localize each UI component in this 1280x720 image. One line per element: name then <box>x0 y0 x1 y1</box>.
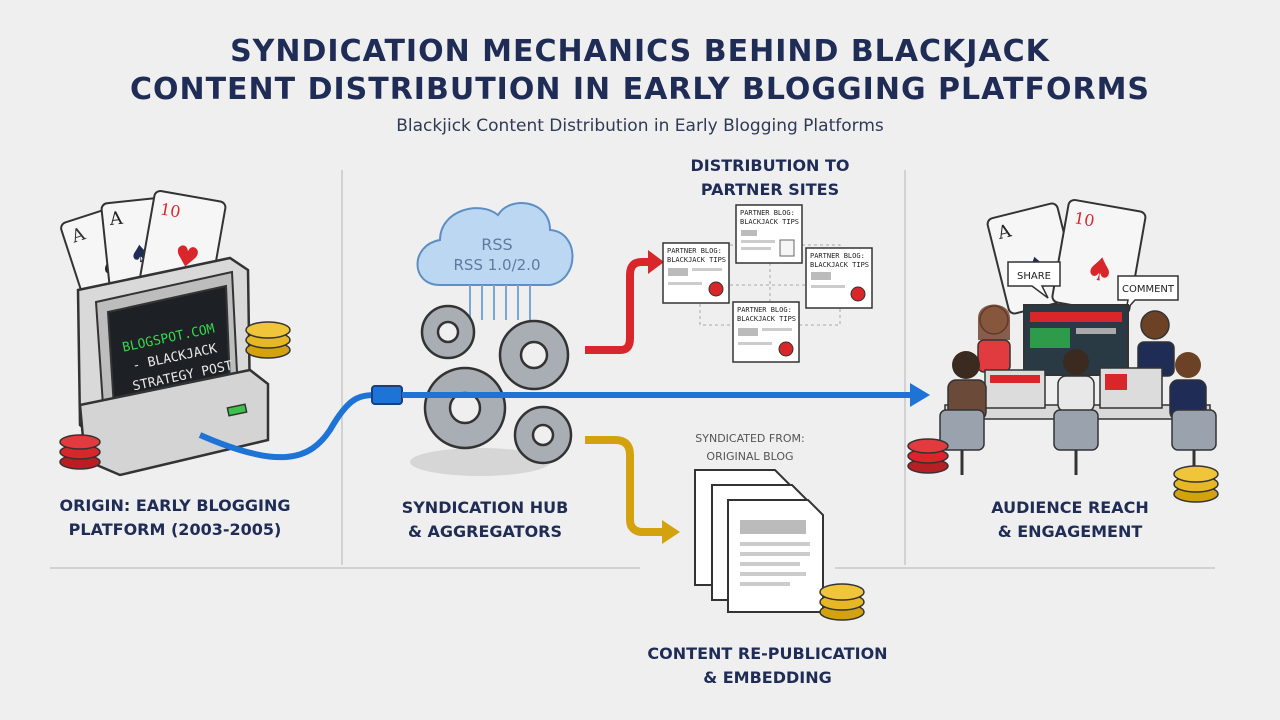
svg-text:10: 10 <box>159 199 182 221</box>
svg-text:PARTNER BLOG:: PARTNER BLOG: <box>740 209 795 217</box>
rss-cloud-icon: RSS RSS 1.0/2.0 <box>416 202 574 320</box>
share-label: SHARE <box>1017 271 1051 282</box>
comment-bubble: COMMENT <box>1117 275 1179 313</box>
audience-group <box>939 304 1217 475</box>
svg-text:♠: ♠ <box>1083 248 1118 290</box>
arrow-head <box>910 383 930 407</box>
retro-computer-icon <box>76 256 270 477</box>
origin-label: ORIGIN: EARLY BLOGGING PLATFORM (2003-20… <box>59 496 291 539</box>
partners-heading: DISTRIBUTION TO PARTNER SITES <box>690 156 850 199</box>
svg-text:BLACKJACK TIPS: BLACKJACK TIPS <box>667 256 726 264</box>
svg-text:A: A <box>108 208 125 230</box>
arrow-to-partners <box>585 258 650 354</box>
partner-card: PARTNER BLOG: BLACKJACK TIPS <box>732 301 800 363</box>
partner-card: PARTNER BLOG: BLACKJACK TIPS <box>662 242 730 304</box>
svg-text:BLACKJACK TIPS: BLACKJACK TIPS <box>737 315 796 323</box>
svg-text:10: 10 <box>1073 208 1096 230</box>
title-line-2: CONTENT DISTRIBUTION IN EARLY BLOGGING P… <box>129 72 1151 107</box>
arrow-head <box>648 250 664 274</box>
gear-icon <box>498 319 570 391</box>
gear-shadow <box>410 448 550 476</box>
share-bubble: SHARE <box>1007 261 1061 299</box>
poker-chips-icon <box>907 438 949 474</box>
svg-text:PARTNER BLOG:: PARTNER BLOG: <box>667 247 722 255</box>
cloud-label-2: RSS 1.0/2.0 <box>454 256 541 274</box>
hub-label: SYNDICATION HUB & AGGREGATORS <box>401 498 569 541</box>
comment-label: COMMENT <box>1122 284 1175 295</box>
cloud-label-1: RSS <box>481 235 512 254</box>
section-dividers <box>50 170 1215 569</box>
network-cable <box>198 392 381 461</box>
arrow-head <box>662 520 680 544</box>
syndicated-note: SYNDICATED FROM: ORIGINAL BLOG <box>695 432 805 463</box>
poker-chips-icon <box>819 583 865 621</box>
partner-card: PARTNER BLOG: BLACKJACK TIPS <box>735 204 803 264</box>
svg-text:BLACKJACK TIPS: BLACKJACK TIPS <box>810 261 869 269</box>
partner-card: PARTNER BLOG: BLACKJACK TIPS <box>805 247 873 309</box>
svg-text:PARTNER BLOG:: PARTNER BLOG: <box>737 306 792 314</box>
cable-connector <box>371 385 403 405</box>
gear-icon <box>513 405 573 465</box>
gear-icon <box>423 366 507 450</box>
gear-icon <box>420 304 476 360</box>
svg-text:PARTNER BLOG:: PARTNER BLOG: <box>810 252 865 260</box>
svg-text:BLACKJACK TIPS: BLACKJACK TIPS <box>740 218 799 226</box>
poker-chips-icon <box>1173 465 1219 503</box>
republish-label: CONTENT RE-PUBLICATION & EMBEDDING <box>647 644 888 687</box>
poker-chips-icon <box>59 434 101 470</box>
svg-text:A: A <box>995 220 1015 244</box>
audience-label: AUDIENCE REACH & ENGAGEMENT <box>991 498 1149 541</box>
title-line-1: SYNDICATION MECHANICS BEHIND BLACKJACK <box>230 34 1050 69</box>
poker-chips-icon <box>245 321 291 359</box>
subtitle: Blackjick Content Distribution in Early … <box>396 116 884 136</box>
document-stack-icon <box>694 469 824 613</box>
arrow-to-republish <box>585 436 665 536</box>
